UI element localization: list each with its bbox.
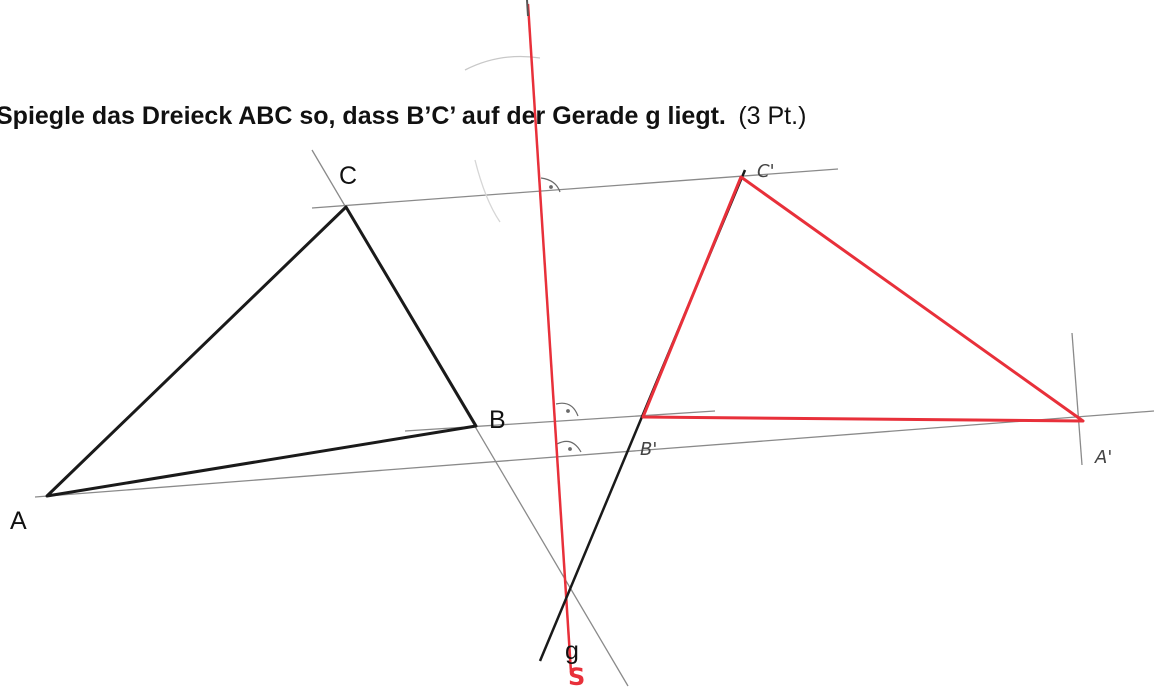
parallel-through-b bbox=[404, 410, 716, 432]
triangle-a-prime-b-prime-c-prime bbox=[641, 175, 1085, 423]
task-title: Spiegle das Dreieck ABC so, dass B’C’ au… bbox=[0, 102, 726, 130]
mirror-axis-tick bbox=[526, 0, 529, 17]
arc-a-prime bbox=[1071, 332, 1083, 466]
parallel-through-c bbox=[311, 168, 839, 209]
right-angle-mark-low bbox=[556, 440, 582, 453]
label-g: g bbox=[565, 637, 579, 665]
label-b-prime: B' bbox=[640, 439, 657, 460]
task-text: Spiegle das Dreieck ABC so, dass B’C’ au… bbox=[0, 102, 806, 130]
construction-lines bbox=[34, 55, 1155, 687]
right-angle-mark-top bbox=[540, 177, 561, 193]
label-b: B bbox=[489, 406, 506, 434]
label-c-prime: C' bbox=[757, 161, 775, 182]
arc-c-prime-2 bbox=[474, 159, 501, 223]
right-angle-dot-mid bbox=[566, 409, 570, 413]
label-a-prime: A' bbox=[1094, 447, 1112, 468]
triangle-abc bbox=[45, 205, 478, 498]
parallel-through-a bbox=[34, 410, 1155, 498]
right-angle-marks bbox=[540, 177, 582, 453]
label-s: S bbox=[568, 663, 585, 689]
right-angle-mark-mid bbox=[555, 402, 579, 417]
right-angle-dot-top bbox=[549, 185, 553, 189]
arc-c-prime bbox=[464, 55, 541, 71]
label-c: C bbox=[339, 162, 357, 190]
right-angle-dot-low bbox=[568, 447, 572, 451]
task-points: (3 Pt.) bbox=[738, 102, 806, 130]
label-a: A bbox=[10, 507, 27, 535]
mirror-axis-s bbox=[526, 3, 573, 673]
